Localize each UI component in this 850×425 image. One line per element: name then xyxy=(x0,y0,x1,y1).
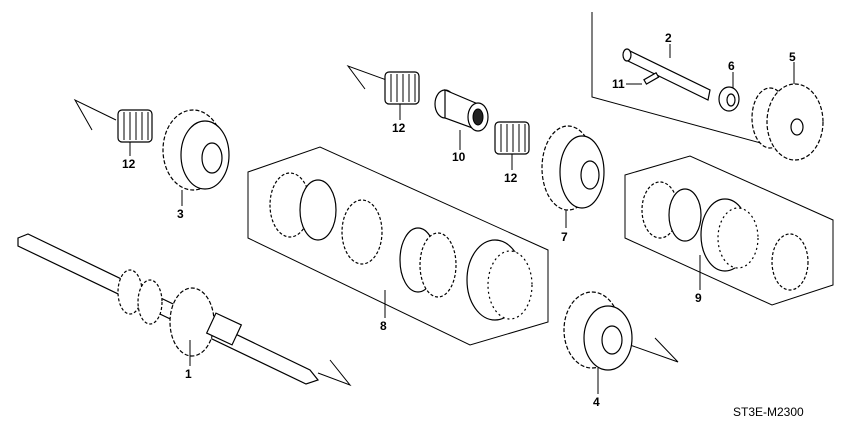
washer-6 xyxy=(718,86,740,112)
direction-arrow-right-2 xyxy=(629,337,679,363)
gear-7 xyxy=(541,125,605,211)
assembly-box-9 xyxy=(624,155,834,306)
leader-lines xyxy=(129,44,795,394)
collar-10 xyxy=(434,89,489,132)
direction-arrow-left-1 xyxy=(73,98,117,131)
synchro-assembly-9 xyxy=(641,181,809,291)
diagram-code: ST3E-M2300 xyxy=(733,405,804,419)
callout-10: 10 xyxy=(452,150,466,164)
callout-5: 5 xyxy=(789,50,796,64)
callout-8: 8 xyxy=(380,319,387,333)
callout-2: 2 xyxy=(665,31,672,45)
callout-6: 6 xyxy=(728,59,735,73)
callout-12-right: 12 xyxy=(504,171,518,185)
callout-9: 9 xyxy=(695,291,702,305)
gear-5 xyxy=(751,83,824,161)
callout-11: 11 xyxy=(612,77,625,91)
gear-4 xyxy=(563,291,633,371)
direction-arrow-right-1 xyxy=(317,359,352,387)
shaft-2 xyxy=(622,48,711,101)
bracket-outline xyxy=(591,12,769,146)
callout-7: 7 xyxy=(561,230,568,244)
callout-1: 1 xyxy=(185,367,192,381)
callout-12-middle: 12 xyxy=(392,121,406,135)
callout-3: 3 xyxy=(177,207,184,221)
needle-bearing-12-right xyxy=(494,121,530,155)
assembly-box-8 xyxy=(247,146,549,346)
callout-12-left: 12 xyxy=(122,157,136,171)
gear-3 xyxy=(162,109,230,191)
synchro-assembly-8 xyxy=(269,172,533,321)
callout-4: 4 xyxy=(593,395,600,409)
needle-bearing-12-middle xyxy=(384,71,420,105)
mainshaft-1 xyxy=(17,233,320,385)
direction-arrow-left-2 xyxy=(346,64,393,90)
pin-11 xyxy=(643,71,660,85)
needle-bearing-12-left xyxy=(117,109,153,143)
